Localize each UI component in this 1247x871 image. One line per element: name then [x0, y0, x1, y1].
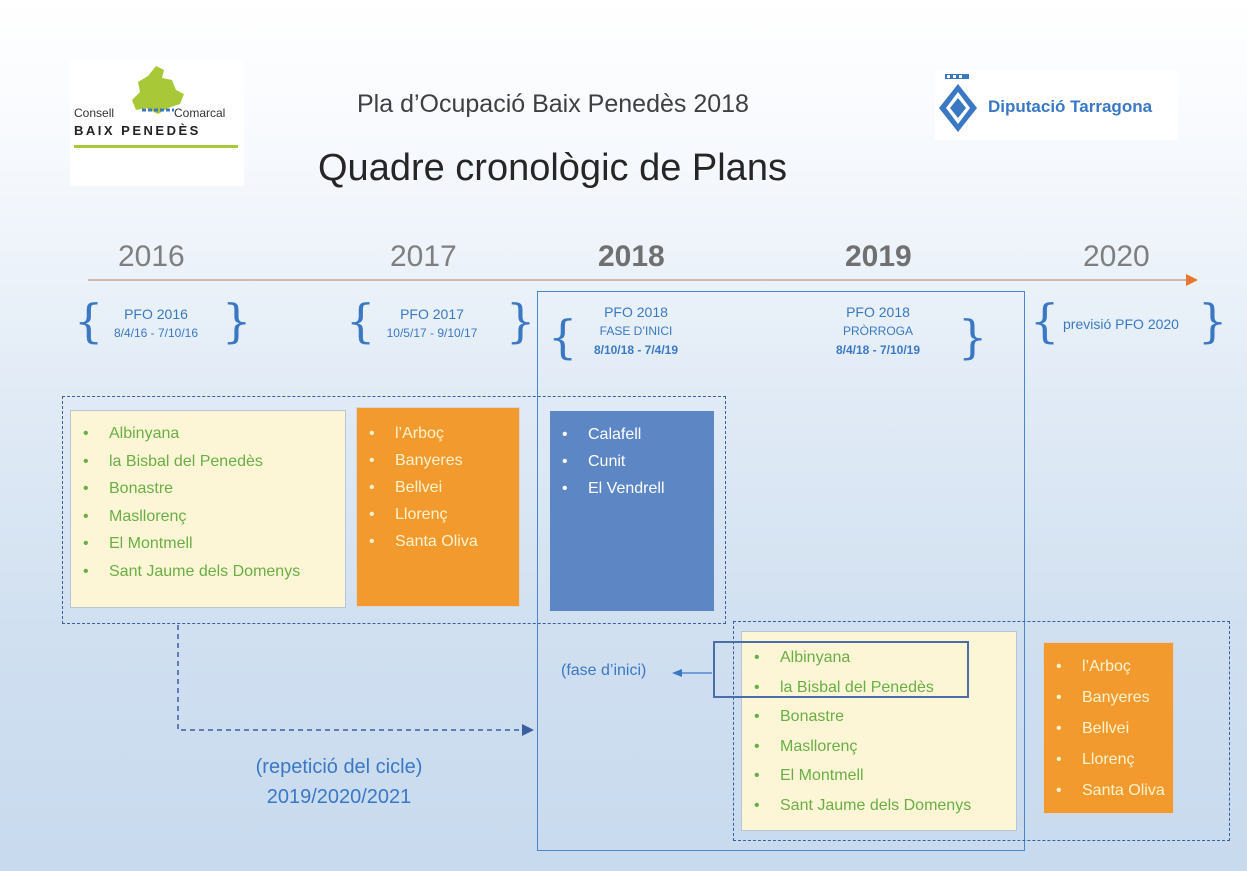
- repeticio-line1: (repetició del cicle): [255, 756, 423, 778]
- brace-right-2020: }: [1198, 294, 1228, 348]
- list-item: la Bisbal del Penedès: [742, 673, 1016, 703]
- list-item: El Montmell: [71, 530, 345, 558]
- diputacio-text: Diputació Tarragona: [988, 97, 1153, 116]
- lower-dashed-group: [733, 621, 1230, 841]
- list-item: Cunit: [550, 448, 714, 475]
- brace-right-2017: }: [506, 294, 536, 348]
- list-item: El Vendrell: [550, 475, 714, 502]
- list-item: Bonastre: [71, 475, 345, 503]
- list-item: Banyeres: [1044, 682, 1173, 713]
- plan-2018-prorroga-phase: PRÒRROGA: [842, 324, 913, 338]
- brace-left-2018: {: [548, 310, 578, 364]
- plan-2017-name: PFO 2017: [400, 306, 464, 322]
- list-item: Sant Jaume dels Domenys: [71, 558, 345, 586]
- list-item: Masllorenç: [71, 503, 345, 531]
- repeat-connector-arrowhead: [522, 724, 534, 736]
- diputacio-emblem-icon: [939, 74, 977, 132]
- plan-2017: PFO 2017 10/5/17 - 9/10/17: [362, 305, 502, 343]
- diputacio-logo: Diputació Tarragona: [935, 70, 1178, 140]
- year-2016: 2016: [118, 240, 185, 273]
- list-item: Santa Oliva: [1044, 775, 1173, 806]
- logo-consell-text: Consell: [74, 106, 115, 120]
- page-title: Quadre cronològic de Plans: [318, 147, 787, 189]
- list-item: Bellvei: [1044, 713, 1173, 744]
- repeticio-line2: 2019/2020/2021: [266, 786, 412, 808]
- group-c-list: Calafell Cunit El Vendrell: [550, 421, 714, 502]
- repeat-connector: [177, 625, 522, 731]
- plan-2018-prorroga-dates: 8/4/18 - 7/10/19: [835, 343, 921, 357]
- group-a-box: Albinyana la Bisbal del Penedès Bonastre…: [70, 410, 346, 608]
- list-item: Calafell: [550, 421, 714, 448]
- group-a-repeat-list: Albinyana la Bisbal del Penedès Bonastre…: [742, 643, 1016, 820]
- list-item: Banyeres: [357, 447, 519, 474]
- plan-2018-inici-phase: FASE D’INICI: [599, 324, 673, 338]
- list-item: Albinyana: [742, 643, 1016, 673]
- repeticio-label: (repetició del cicle) 2019/2020/2021: [214, 752, 464, 812]
- plan-2018-inici-dates: 8/10/18 - 7/4/19: [593, 343, 679, 357]
- pfo-2018-frame: [537, 291, 1025, 851]
- list-item: la Bisbal del Penedès: [71, 448, 345, 476]
- plan-2017-dates: 10/5/17 - 9/10/17: [386, 326, 478, 340]
- plan-2018-inici-name: PFO 2018: [604, 304, 668, 320]
- year-2017: 2017: [390, 240, 457, 273]
- plan-2016-name: PFO 2016: [124, 306, 188, 322]
- year-2018: 2018: [598, 240, 665, 273]
- group-b-repeat-list: l’Arboç Banyeres Bellvei Llorenç Santa O…: [1044, 651, 1173, 806]
- brace-right-2016: }: [222, 294, 252, 348]
- fase-inici-arrowhead: [672, 669, 682, 677]
- plan-2020-name: previsió PFO 2020: [1063, 316, 1179, 332]
- logo-green-bar: [74, 145, 238, 148]
- list-item: Llorenç: [357, 501, 519, 528]
- list-item: l’Arboç: [357, 420, 519, 447]
- list-item: Albinyana: [71, 420, 345, 448]
- brace-left-2020: {: [1030, 294, 1060, 348]
- logo-baix-penedes-text: BAIX PENEDÈS: [74, 123, 201, 138]
- list-item: l’Arboç: [1044, 651, 1173, 682]
- list-item: Llorenç: [1044, 744, 1173, 775]
- map-icon: [132, 66, 184, 114]
- fase-inici-label: (fase d’inici): [561, 662, 647, 679]
- upper-dashed-group: [62, 396, 726, 624]
- list-item: Bellvei: [357, 474, 519, 501]
- consell-comarcal-logo: Consell Comarcal BAIX PENEDÈS: [70, 60, 244, 186]
- logo-comarcal-text: Comarcal: [174, 106, 226, 120]
- plan-2020: previsió PFO 2020: [1044, 315, 1198, 334]
- group-b-box: l’Arboç Banyeres Bellvei Llorenç Santa O…: [356, 407, 520, 607]
- list-item: Santa Oliva: [357, 528, 519, 555]
- group-a-repeat-box: Albinyana la Bisbal del Penedès Bonastre…: [741, 631, 1017, 831]
- list-item: Bonastre: [742, 702, 1016, 732]
- plan-2018-prorroga: PFO 2018 PRÒRROGA 8/4/18 - 7/10/19: [808, 303, 948, 360]
- list-item: Sant Jaume dels Domenys: [742, 791, 1016, 821]
- group-a-list: Albinyana la Bisbal del Penedès Bonastre…: [71, 420, 345, 585]
- brace-left-2016: {: [74, 294, 104, 348]
- plan-2018-prorroga-name: PFO 2018: [846, 304, 910, 320]
- list-item: El Montmell: [742, 761, 1016, 791]
- list-item: Masllorenç: [742, 732, 1016, 762]
- group-b-repeat-box: l’Arboç Banyeres Bellvei Llorenç Santa O…: [1043, 642, 1174, 814]
- group-b-list: l’Arboç Banyeres Bellvei Llorenç Santa O…: [357, 420, 519, 555]
- year-2020: 2020: [1083, 240, 1150, 273]
- brace-left-2017: {: [346, 294, 376, 348]
- group-c-box: Calafell Cunit El Vendrell: [550, 411, 714, 611]
- plan-2016: PFO 2016 8/4/16 - 7/10/16: [92, 305, 220, 343]
- plan-2018-inici: PFO 2018 FASE D’INICI 8/10/18 - 7/4/19: [568, 303, 704, 360]
- plan-2016-dates: 8/4/16 - 7/10/16: [113, 326, 199, 340]
- timeline-arrowhead: [1186, 274, 1198, 286]
- brace-right-2019: }: [958, 310, 988, 364]
- fase-inici-highlight: [713, 641, 969, 698]
- page-subtitle: Pla d’Ocupació Baix Penedès 2018: [357, 90, 749, 118]
- year-2019: 2019: [845, 240, 912, 273]
